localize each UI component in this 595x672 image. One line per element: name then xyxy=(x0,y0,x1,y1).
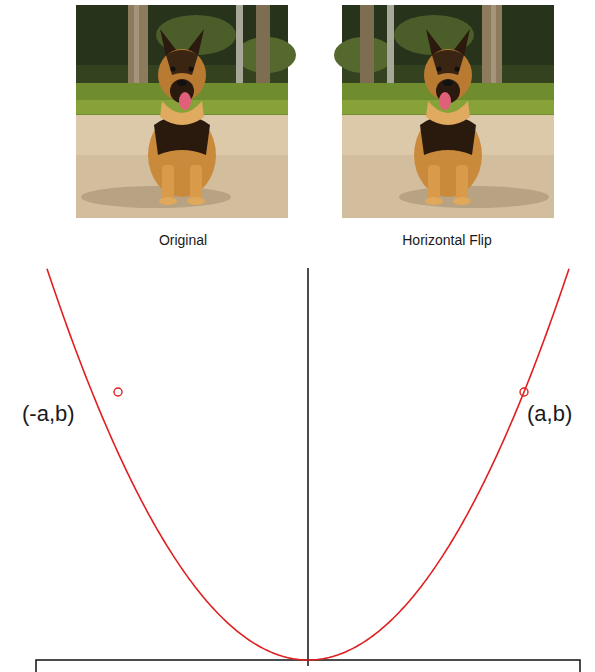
photo-caption: Original xyxy=(159,233,207,248)
dog-photo-flipped xyxy=(334,5,554,218)
point-marker xyxy=(114,388,122,396)
point-label: (-a,b) xyxy=(22,402,75,426)
point-label: (a,b) xyxy=(527,402,572,426)
photo-caption: Horizontal Flip xyxy=(402,233,491,248)
y-axis xyxy=(307,268,309,666)
dog-photo xyxy=(76,5,296,218)
point-marker xyxy=(520,388,528,396)
parabola xyxy=(47,269,569,660)
